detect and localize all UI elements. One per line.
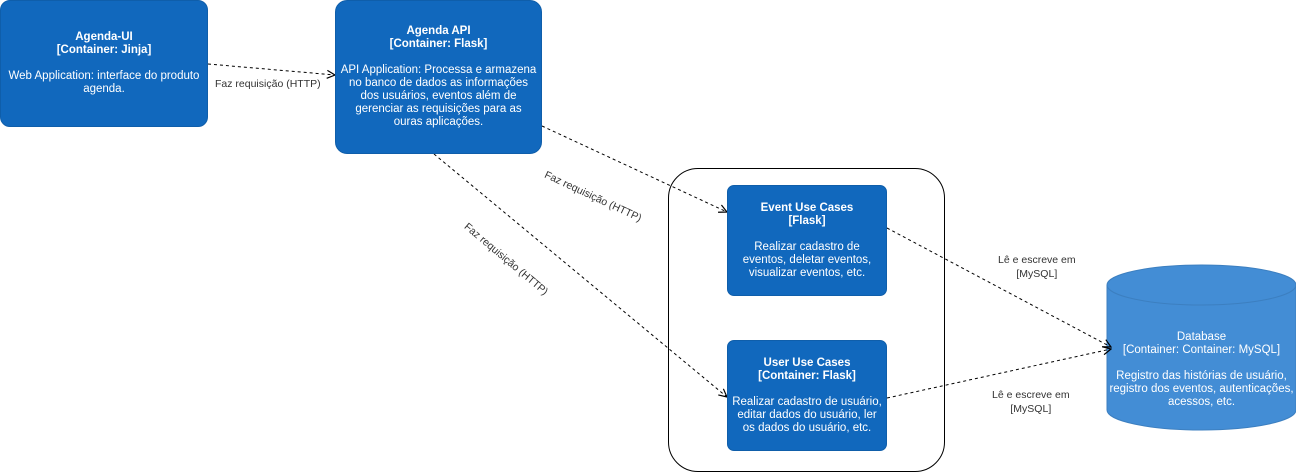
- node-title: Database: [1176, 331, 1227, 343]
- system-boundary: [668, 168, 945, 472]
- node-title: Agenda-UI: [75, 31, 133, 43]
- edge-user-to-db: [886, 349, 1111, 399]
- node-user-use-cases[interactable]: User Use Cases [Container: Flask] Realiz…: [727, 340, 887, 451]
- node-description: API Application: Processa e armazena no …: [340, 64, 537, 128]
- database-cylinder: [1106, 264, 1296, 431]
- node-title: User Use Cases: [763, 356, 851, 369]
- node-description: Web Application: interface do produto ag…: [8, 70, 200, 95]
- node-technology: [Container: Container: MySQL]: [1122, 344, 1281, 356]
- edge-event-to-db: [886, 227, 1111, 347]
- node-title: Event Use Cases: [760, 201, 854, 214]
- edge-label-line: Lê e escreve em: [992, 389, 1070, 401]
- node-database[interactable]: Database [Container: Container: MySQL] R…: [1107, 300, 1296, 440]
- node-technology: [Container: Jinja]: [56, 44, 152, 56]
- node-description: Registro das histórias de usuário, regis…: [1109, 370, 1294, 408]
- edge-label-ui-to-api: Faz requisição (HTTP): [215, 78, 321, 90]
- node-agenda-ui[interactable]: Agenda-UI [Container: Jinja] Web Applica…: [0, 0, 208, 127]
- edge-ui-to-api: [207, 63, 335, 75]
- node-technology: [Container: Flask]: [389, 38, 488, 50]
- node-description: Realizar cadastro de eventos, deletar ev…: [742, 240, 872, 279]
- node-technology: [Flask]: [788, 214, 826, 227]
- edge-label-line: Lê e escreve em: [998, 254, 1076, 266]
- edge-label-line: [MySQL]: [1010, 403, 1052, 415]
- node-title: Agenda API: [406, 25, 471, 37]
- edge-label-line: [MySQL]: [1016, 268, 1058, 280]
- node-description: Realizar cadastro de usuário, editar dad…: [732, 395, 882, 434]
- edge-label-event-to-db: Lê e escreve em [MySQL]: [998, 253, 1076, 281]
- edge-label-user-to-db: Lê e escreve em [MySQL]: [992, 388, 1070, 416]
- node-technology: [Container: Flask]: [758, 369, 856, 382]
- node-event-use-cases[interactable]: Event Use Cases [Flask] Realizar cadastr…: [727, 185, 887, 296]
- node-agenda-api[interactable]: Agenda API [Container: Flask] API Applic…: [335, 0, 542, 154]
